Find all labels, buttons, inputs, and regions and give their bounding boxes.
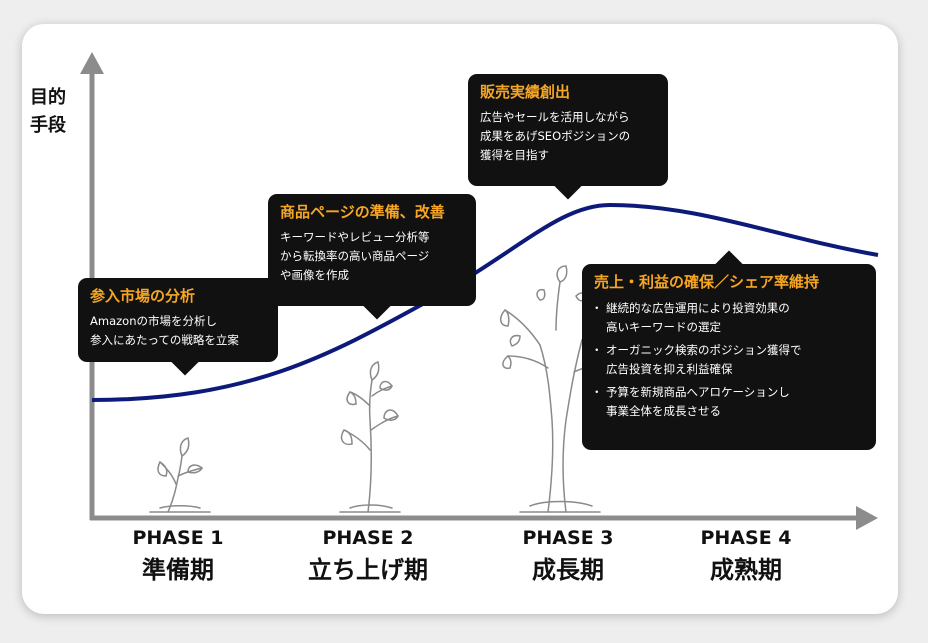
callout-line: 獲得を目指す [480, 148, 549, 162]
callout-line: 成果をあげSEOポジションの [480, 129, 631, 143]
callout-body: キーワードやレビュー分析等 から転換率の高い商品ページ や画像を作成 [280, 228, 464, 285]
callout-line: 予算を新規商品へアロケーションし [606, 385, 790, 399]
phase-number: PHASE 3 [522, 527, 614, 549]
phase-name: 準備期 [142, 556, 214, 584]
callout-line: 広告投資を抑え利益確保 [606, 362, 733, 376]
callout-title: 参入市場の分析 [90, 287, 196, 305]
callout-line: 継続的な広告運用により投資効果の [606, 301, 790, 315]
seedling-illustration [339, 361, 401, 513]
x-axis-arrow [856, 506, 878, 530]
callout-body: Amazonの市場を分析し 参入にあたっての戦略を立案 [90, 312, 266, 350]
callout-line: キーワードやレビュー分析等 [280, 230, 430, 244]
callout-product-page: 商品ページの準備、改善 キーワードやレビュー分析等 から転換率の高い商品ページ … [268, 194, 476, 306]
callout-market-analysis: 参入市場の分析 Amazonの市場を分析し 参入にあたっての戦略を立案 [78, 278, 278, 362]
callout-line: Amazonの市場を分析し [90, 314, 217, 328]
callout-line: 広告やセールを活用しながら [480, 110, 630, 124]
callout-sales-record: 販売実績創出 広告やセールを活用しながら 成果をあげSEOポジションの 獲得を目… [468, 74, 668, 186]
callout-bullet: オーガニック検索のポジション獲得で 広告投資を抑え利益確保 [591, 341, 864, 379]
callout-line: オーガニック検索のポジション獲得で [606, 343, 802, 357]
callout-title: 商品ページの準備、改善 [280, 203, 445, 221]
y-axis-arrow [80, 52, 104, 74]
phase-number: PHASE 4 [700, 527, 792, 549]
callout-line: から転換率の高い商品ページ [280, 249, 430, 263]
callout-bullet: 予算を新規商品へアロケーションし 事業全体を成長させる [591, 383, 864, 421]
callout-bullet-list: 継続的な広告運用により投資効果の 高いキーワードの選定 オーガニック検索のポジシ… [591, 299, 864, 421]
phase-number: PHASE 1 [132, 527, 224, 549]
callout-line: 事業全体を成長させる [606, 404, 721, 418]
callout-bullet: 継続的な広告運用により投資効果の 高いキーワードの選定 [591, 299, 864, 337]
phase-1-label: PHASE 1 準備期 [98, 526, 258, 588]
callout-line: 高いキーワードの選定 [606, 320, 721, 334]
callout-line: 参入にあたっての戦略を立案 [90, 333, 239, 347]
callout-profit-share: 売上・利益の確保／シェア率維持 継続的な広告運用により投資効果の 高いキーワード… [582, 264, 876, 450]
callout-title: 売上・利益の確保／シェア率維持 [594, 273, 820, 291]
phase-name: 成熟期 [710, 556, 782, 584]
phase-3-label: PHASE 3 成長期 [488, 526, 648, 588]
phase-number: PHASE 2 [322, 527, 414, 549]
callout-body: 広告やセールを活用しながら 成果をあげSEOポジションの 獲得を目指す [480, 108, 656, 165]
y-axis-label-top: 目的 [30, 87, 66, 108]
y-axis-label: 目的 手段 [30, 84, 82, 140]
phase-name: 成長期 [532, 556, 604, 584]
sprout-illustration [149, 437, 211, 513]
callout-title: 販売実績創出 [480, 83, 571, 101]
callout-line: や画像を作成 [280, 268, 349, 282]
phase-2-label: PHASE 2 立ち上げ期 [288, 526, 448, 588]
y-axis-label-bottom: 手段 [30, 115, 66, 136]
phase-name: 立ち上げ期 [308, 556, 428, 584]
growth-curve [91, 202, 879, 402]
phase-4-label: PHASE 4 成熟期 [666, 526, 826, 588]
